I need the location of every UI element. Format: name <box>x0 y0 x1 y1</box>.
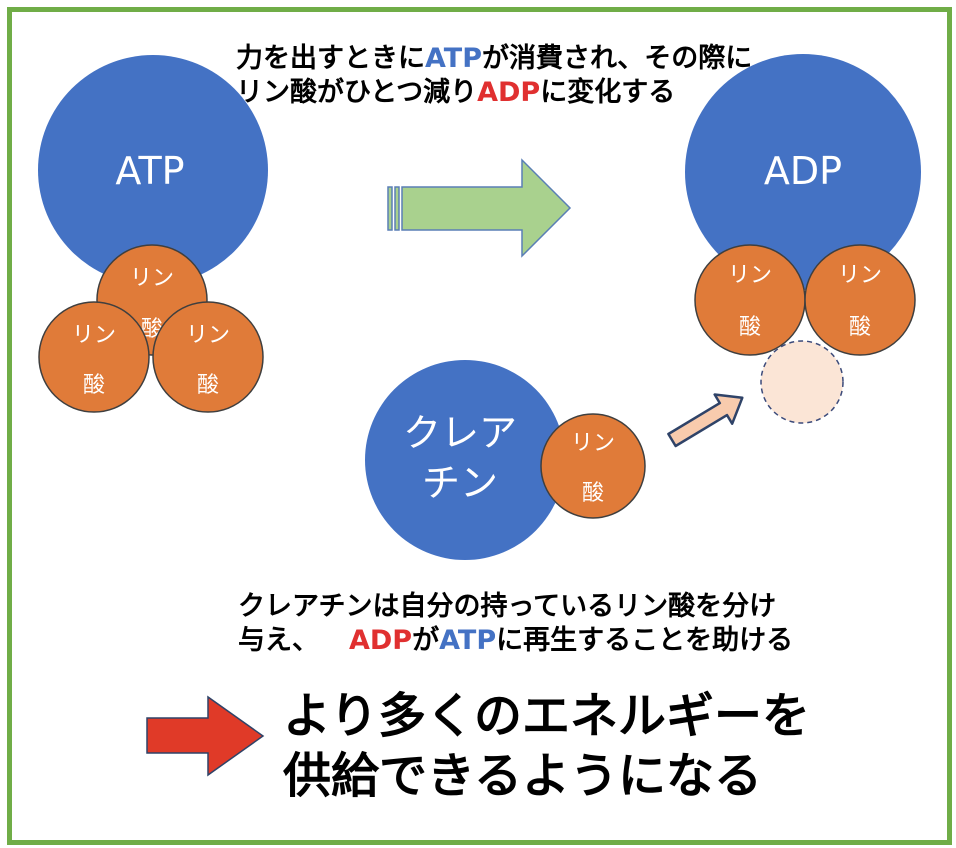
adp-phosphate-left: リン 酸 <box>694 244 806 356</box>
caption-text: 与え、 <box>238 625 319 656</box>
caption-atp: ATP <box>439 625 497 656</box>
adp-molecule <box>685 54 921 290</box>
creatine-label: クレア <box>403 411 517 455</box>
creatine-label: チン <box>422 461 498 505</box>
caption-text: に再生することを助ける <box>496 625 794 656</box>
conclusion-text: より多くのエネルギーを 供給できるようになる <box>283 686 810 806</box>
phosphate-label: 酸 <box>739 315 761 340</box>
top-caption-line1: 力を出すときにATPが消費され、その際に <box>236 42 752 76</box>
phosphate-label: リン <box>186 323 230 348</box>
caption-text: 力を出すときに <box>236 43 425 74</box>
creatine-molecule <box>365 360 565 560</box>
conclusion-line2: 供給できるようになる <box>283 748 763 804</box>
phosphate-label: 酸 <box>849 315 871 340</box>
donation-arrow <box>667 393 744 448</box>
atp-phosphate-right: リン 酸 <box>152 301 264 413</box>
mid-caption: クレアチンは自分の持っているリン酸を分け 与え、 ADPがATPに再生することを助… <box>238 590 793 658</box>
phosphate-label: リン <box>72 323 116 348</box>
conclusion-line1: より多くのエネルギーを <box>283 688 811 744</box>
caption-atp: ATP <box>425 43 483 74</box>
caption-text: が消費され、その際に <box>482 43 753 74</box>
caption-text: に変化する <box>540 77 676 108</box>
atp-label: ATP <box>115 149 184 193</box>
creatine-phosphate: リン 酸 <box>540 413 646 519</box>
atp-molecule <box>38 55 268 285</box>
phosphate-label: リン <box>838 263 882 288</box>
phosphate-label: リン <box>130 266 174 291</box>
adp-group: ADP リン 酸 リン 酸 <box>685 54 921 424</box>
conversion-arrow <box>387 158 572 258</box>
adp-phosphate-right: リン 酸 <box>804 244 916 356</box>
phosphate-label: リン <box>728 263 772 288</box>
phosphate-label: 酸 <box>197 373 219 398</box>
creatine-group: クレア チン リン 酸 <box>365 360 646 560</box>
atp-group: ATP リン 酸 リン 酸 リン 酸 <box>38 55 268 413</box>
atp-phosphate-left: リン 酸 <box>38 301 150 413</box>
caption-adp: ADP <box>349 625 413 656</box>
phosphate-label: 酸 <box>83 373 105 398</box>
diagram-frame <box>7 7 952 845</box>
top-caption: 力を出すときにATPが消費され、その際に リン酸がひとつ減りADPに変化する <box>236 42 752 110</box>
caption-text: リン酸がひとつ減り <box>236 77 478 108</box>
missing-phosphate-slot <box>760 340 844 424</box>
phosphate-label: リン <box>571 431 615 456</box>
adp-label: ADP <box>764 149 842 193</box>
caption-adp: ADP <box>477 77 541 108</box>
caption-text: が <box>412 625 440 656</box>
mid-caption-line1: クレアチンは自分の持っているリン酸を分け <box>238 591 777 622</box>
mid-caption-line2: 与え、 ADPがATPに再生することを助ける <box>238 624 793 658</box>
phosphate-label: 酸 <box>582 481 604 506</box>
conclusion-arrow <box>146 695 265 777</box>
top-caption-line2: リン酸がひとつ減りADPに変化する <box>236 76 752 110</box>
